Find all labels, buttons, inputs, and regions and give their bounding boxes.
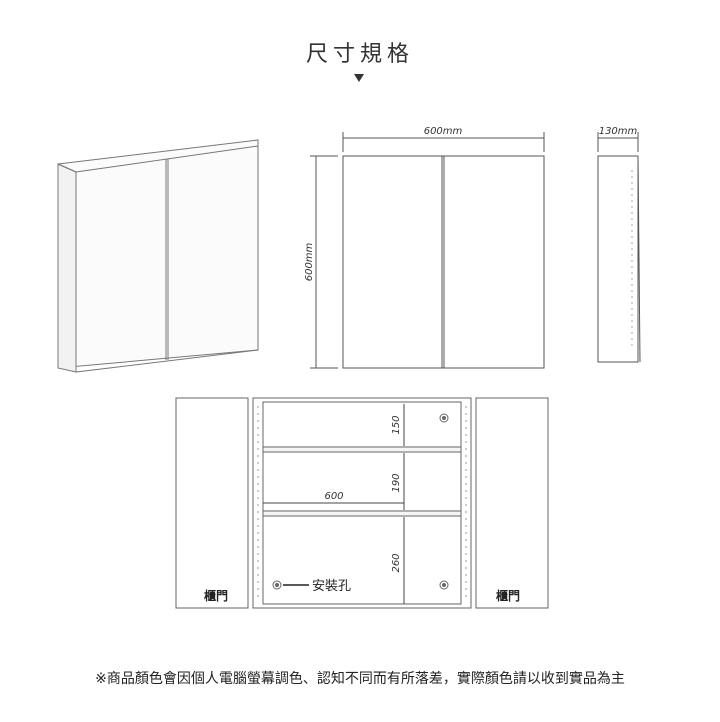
inner-width-label: 600: [324, 491, 343, 502]
right-door-label: 櫃門: [496, 588, 520, 603]
width-dimension: [342, 132, 545, 152]
depth-dimension: [597, 132, 639, 152]
interior-view: [175, 397, 549, 609]
shelf2-label: 190: [391, 473, 402, 492]
shelf1-label: 150: [391, 415, 402, 434]
height-label: 600mm: [304, 242, 315, 281]
front-view: [342, 155, 545, 369]
down-arrow-icon: [354, 74, 364, 82]
page-title: 尺寸規格: [305, 42, 414, 67]
side-view: [597, 155, 641, 363]
depth-label: 130mm: [599, 126, 638, 137]
height-dimension: [310, 155, 338, 369]
width-label: 600mm: [424, 126, 463, 137]
footnote: ※商品顏色會因個人電腦螢幕調色、認知不同而有所落差，實際顏色請以收到實品為主: [95, 671, 625, 687]
left-door-label: 櫃門: [204, 588, 228, 603]
shelf3-label: 260: [391, 553, 402, 572]
perspective-view: [57, 139, 259, 373]
mount-hole-label: 安裝孔: [312, 579, 351, 594]
